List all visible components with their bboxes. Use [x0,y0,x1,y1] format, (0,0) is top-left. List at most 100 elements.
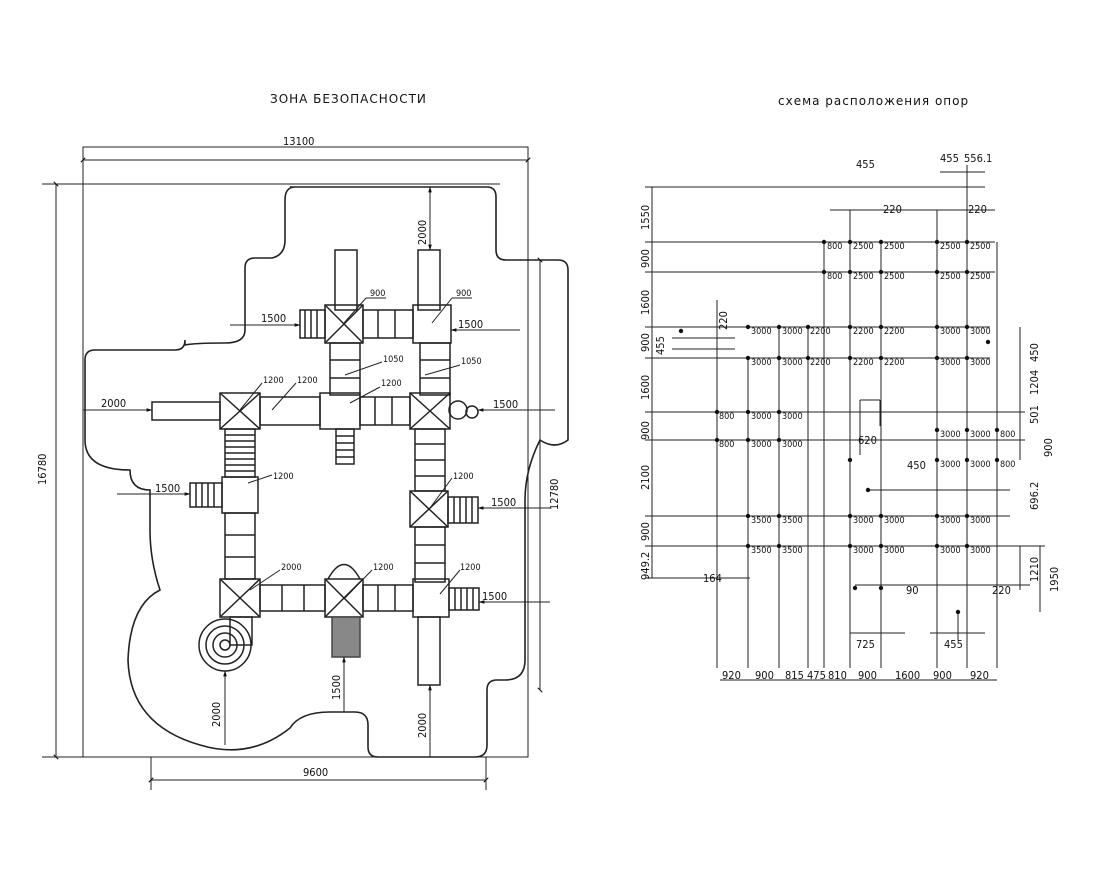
dim-455: 455 [944,638,963,651]
row6-label-2: 3000 [782,440,803,450]
row4-label-5: 3000 [940,358,961,368]
support-layout-drawing [645,165,1045,681]
dim-clear-left: 2000 [101,397,126,410]
dim-bottom-0: 920 [722,669,741,682]
row1-label-2: 2500 [884,242,905,252]
safety-zone-outline [84,186,569,758]
left-drawing-title: ЗОНА БЕЗОПАСНОСТИ [270,92,427,106]
row8-label-1: 3500 [782,546,803,556]
label-1200-g: 1200 [460,563,481,573]
dim-bottom-1: 900 [755,669,774,682]
dim-220: 220 [992,584,1011,597]
row4-label-6: 3000 [970,358,991,368]
row2-label-4: 2500 [970,272,991,282]
label-1200-f: 1200 [373,563,394,573]
dim-left-3: 900 [639,333,652,352]
row5-label-1: 3000 [751,412,772,422]
row8-label-4: 3000 [940,546,961,556]
row7-label-5: 3000 [970,516,991,526]
row3-label-4: 2200 [884,327,905,337]
dim-top-455-a: 455 [856,158,875,171]
dim-clear-right-mid1: 1500 [493,398,518,411]
row2-label-1: 2500 [853,272,874,282]
dim-overall-width: 13100 [283,135,314,148]
dim-clear-bottom: 1500 [330,675,343,700]
dim-right-3: 900 [1042,438,1055,457]
row8-label-2: 3000 [853,546,874,556]
outer-frame [82,146,529,758]
row3-label-6: 3000 [970,327,991,337]
row5-label-2: 3000 [782,412,803,422]
dim-90: 90 [906,584,919,597]
dim-bottom-4: 810 [828,669,847,682]
label-1050-b: 1050 [461,357,482,367]
dim-bottom-5: 900 [858,669,877,682]
dim-left-2: 1600 [639,290,652,315]
dim-left-4: 1600 [639,375,652,400]
left-dimension-lines [53,157,555,783]
row4-label-4: 2200 [884,358,905,368]
support-posts [678,239,1000,615]
dim-top-556: 556.1 [964,152,992,165]
row1-label-1: 2500 [853,242,874,252]
dim-overall-height: 16780 [36,454,49,485]
label-1200-a: 1200 [381,379,402,389]
row2-label-0: 800 [827,272,842,282]
dim-top-220-b: 220 [968,203,987,216]
row7-label-0: 3500 [751,516,772,526]
label-900-a: 900 [370,289,385,299]
row7-label-3: 3000 [884,516,905,526]
dim-620: 620 [858,434,877,447]
dim-clear-bottom-left: 2000 [210,702,223,727]
left-dimension-texts: 13100 16780 12780 9600 2000 2000 2000 20… [36,135,561,779]
row4-label-1: 3000 [782,358,803,368]
dim-clear-right-bottom: 1500 [482,590,507,603]
dim-right-4: 696.2 [1028,482,1041,510]
dim-bottom-6: 1600 [895,669,920,682]
right-dimension-texts: 455 455 556.1 220 220 1550 900 1600 900 … [639,152,1061,682]
right-drawing-title: схема расположения опор [778,94,970,108]
dim-bottom-8: 920 [970,669,989,682]
dim-right-1: 1204 [1028,370,1041,395]
playground-structure [151,249,480,686]
dim-left-6: 2100 [639,465,652,490]
dim-top-455-b: 455 [940,152,959,165]
row1-label-0: 800 [827,242,842,252]
row4-label-0: 3000 [751,358,772,368]
dim-left-5: 900 [639,421,652,440]
row8-label-0: 3500 [751,546,772,556]
row3-label-5: 3000 [940,327,961,337]
dim-right-5: 1210 [1028,557,1041,582]
dim-bottom-7: 900 [933,669,952,682]
dim-clear-right-top: 1500 [458,318,483,331]
dim-right-0: 450 [1028,343,1041,362]
row6-label-4: 3000 [970,460,991,470]
row8-label-5: 3000 [970,546,991,556]
row2-label-3: 2500 [940,272,961,282]
dim-725: 725 [856,638,875,651]
label-2000: 2000 [281,563,302,573]
row7-label-1: 3500 [782,516,803,526]
row1-label-3: 2500 [940,242,961,252]
dim-inner-height: 12780 [548,479,561,510]
row5-label-3: 3000 [940,430,961,440]
row3-label-1: 3000 [782,327,803,337]
dim-left-7: 900 [639,522,652,541]
dim-right-6: 1950 [1048,567,1061,592]
label-1200-d: 1200 [273,472,294,482]
safety-zone-drawing [42,146,569,790]
dim-top-220-a: 220 [883,203,902,216]
dim-left-164: 164 [703,572,722,585]
dim-clear-top: 2000 [416,220,429,245]
row3-label-0: 3000 [751,327,772,337]
dim-clear-left-top: 1500 [261,312,286,325]
dim-bottom-2: 815 [785,669,804,682]
dim-clear-right-mid2: 1500 [491,496,516,509]
dim-left-455: 455 [654,336,667,355]
label-900-b: 900 [456,289,471,299]
row8-label-3: 3000 [884,546,905,556]
row1-label-4: 2500 [970,242,991,252]
dim-left-0: 1550 [639,205,652,230]
dim-left-1: 900 [639,249,652,268]
